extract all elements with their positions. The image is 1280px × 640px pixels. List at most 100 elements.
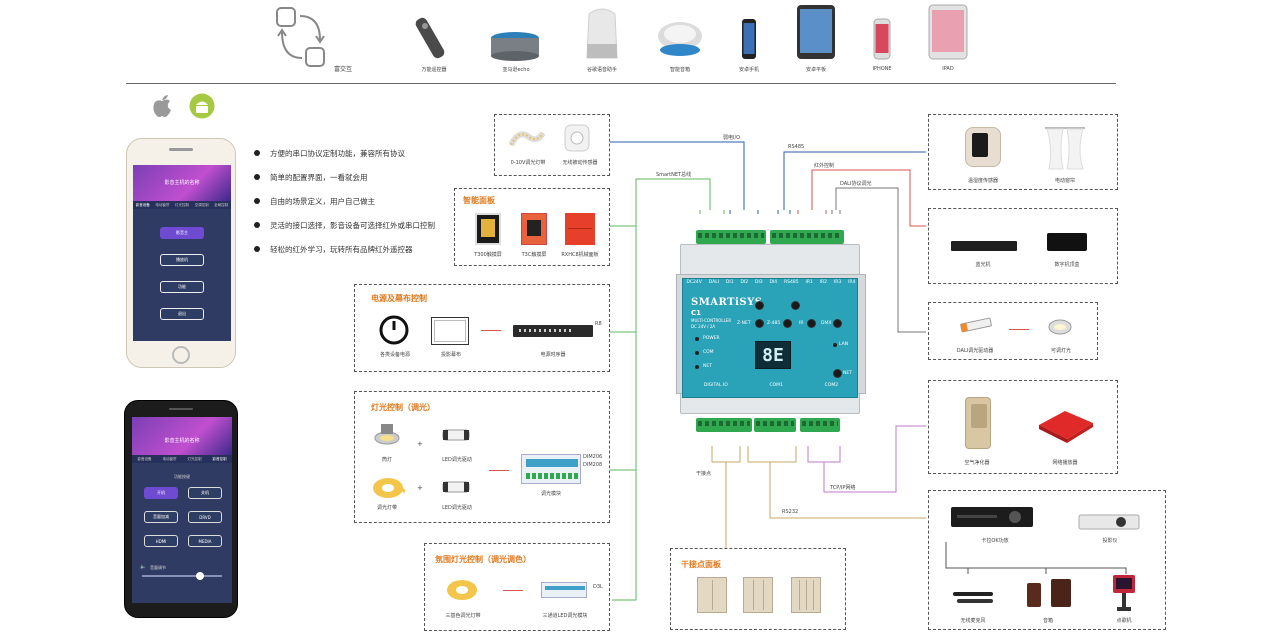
volume-slider-knob[interactable] <box>195 572 204 580</box>
android-power-on-button[interactable]: 开机 <box>144 487 178 499</box>
tab-item[interactable]: 影音设备 <box>135 202 150 207</box>
device-label: 安卓平板 <box>805 67 826 73</box>
rs485-wire <box>777 210 791 214</box>
speaker-right-icon <box>1051 579 1071 607</box>
volume-slider-track[interactable] <box>142 572 222 580</box>
rs485-label: RS485 <box>788 144 805 150</box>
bluray-player-icon <box>951 241 1017 251</box>
device-label: 万能遥控器 <box>421 67 447 73</box>
dali-label: DALI协议调光 <box>840 181 872 187</box>
led-label: NET <box>703 364 712 369</box>
motion-sensor-icon <box>564 124 590 152</box>
android-power-off-button[interactable]: 关机 <box>188 487 222 499</box>
control-knob[interactable] <box>833 319 842 328</box>
device-label: T300触摸屏 <box>474 252 502 258</box>
tcp-wire <box>807 446 841 463</box>
device-label: 空气净化器 <box>964 460 990 466</box>
port-label: Z-NET <box>737 321 751 326</box>
tab-item[interactable]: 灯光控制 <box>174 202 189 207</box>
switch-panel-icon <box>791 577 821 613</box>
control-knob[interactable] <box>791 301 800 310</box>
model-label: C1 <box>691 309 702 317</box>
smart-panel-box: 智能面板 T300触摸屏 T3C触摸屏 RXHC8机械面板 <box>454 188 610 266</box>
ambient-box: 氛围灯光控制（调光调色） D3L 三基色调光灯带 三通道LED调光模块 <box>424 543 610 631</box>
ios-exit-button[interactable]: 退出 <box>160 308 204 320</box>
switch-panel-icon <box>697 577 727 613</box>
control-knob[interactable] <box>807 319 816 328</box>
tab-item[interactable]: 空调控制 <box>194 202 209 207</box>
dimmer-module-icon <box>521 454 581 484</box>
device-label: 音箱 <box>1042 618 1053 624</box>
android-tablet-icon <box>797 5 835 59</box>
led-label: COM <box>703 350 714 355</box>
rs232-wire <box>747 446 797 463</box>
plus-sign: + <box>417 440 423 448</box>
device-label: 投影幕布 <box>440 352 461 358</box>
av-box: 卡拉OK功放 投影仪 无线麦克风 音箱 点歌机 <box>928 490 1166 630</box>
tab-item[interactable]: 电动窗帘 <box>162 456 177 461</box>
terminal-block <box>696 418 752 432</box>
port-label: DMX <box>821 321 832 326</box>
device-label: 可调灯光 <box>1050 348 1071 354</box>
device-label: 投影仪 <box>1102 538 1118 544</box>
air-purifier-icon <box>965 397 991 449</box>
ios-player-button[interactable]: 播放机 <box>160 254 204 266</box>
karaoke-amplifier-icon <box>951 507 1033 527</box>
device-label: 点歌机 <box>1116 618 1132 624</box>
control-knob[interactable] <box>833 369 842 378</box>
device-label: 谷歌语音助手 <box>586 67 617 73</box>
feature-item: 方便的串口协议定制功能，兼容所有协议 <box>254 148 405 159</box>
power-sequencer-icon <box>513 325 593 337</box>
tab-item[interactable]: 全局控制 <box>214 202 229 207</box>
box-title: 干接点面板 <box>681 560 721 569</box>
device-label: 0-10V调光灯带 <box>510 160 546 166</box>
app-banner: 影音主机的名称 <box>132 417 232 455</box>
terminal-block <box>770 230 844 244</box>
device-label: 三通道LED调光模块 <box>542 613 588 619</box>
home-button[interactable] <box>172 346 190 364</box>
lan-led <box>833 343 837 347</box>
device-label: IPAD <box>942 66 954 72</box>
control-knob[interactable] <box>755 301 764 310</box>
tab-item[interactable]: 电动窗帘 <box>155 202 170 207</box>
link-line <box>489 470 509 471</box>
ios-power-button[interactable]: 影音主 <box>160 227 204 239</box>
app-banner: 影音主机的名称 <box>133 165 231 201</box>
section-label: 功能按键 <box>174 474 190 479</box>
tab-item[interactable]: 影音控制 <box>212 456 227 461</box>
device-label: 安卓手机 <box>738 67 759 73</box>
feature-item: 简单的配置界面，一看就会用 <box>254 172 368 183</box>
weak-io-wire <box>729 210 759 214</box>
port-label: D3L <box>593 584 603 590</box>
tab-item[interactable]: 灯光控制 <box>187 456 202 461</box>
feature-item: 自由的场景定义，用户自己做主 <box>254 196 375 207</box>
device-label: T3C触摸屏 <box>521 252 547 258</box>
control-knob[interactable] <box>783 319 792 328</box>
dali-box: DALI调光驱动器 可调灯光 <box>928 302 1098 360</box>
device-label: RXHC8机械面板 <box>561 252 599 258</box>
tab-item[interactable]: 影音设备 <box>137 456 152 461</box>
voltage-label: DC 24V / 2A <box>691 324 716 329</box>
terminal-block <box>754 418 796 432</box>
android-media-button[interactable]: MEDIA <box>188 535 222 547</box>
link-line <box>481 330 501 331</box>
device-label: 温湿度传感器 <box>967 178 998 184</box>
device-label: LED调光驱动 <box>442 457 472 463</box>
android-drvd-button[interactable]: DRVD <box>188 511 222 523</box>
control-knob[interactable] <box>755 319 764 328</box>
device-label: 调光模块 <box>540 491 561 497</box>
touch-panel-icon <box>475 213 501 245</box>
device-label: LED调光驱动 <box>442 505 472 511</box>
android-hdmi-button[interactable]: HDMI <box>144 535 178 547</box>
android-volume-button[interactable]: 音量加减 <box>144 511 178 523</box>
ios-function-button[interactable]: 功能 <box>160 281 204 293</box>
device-label: 各类设备电源 <box>379 352 410 358</box>
link-line <box>1009 329 1029 330</box>
dali-wire <box>835 187 926 333</box>
led-label: NET <box>843 371 852 376</box>
brand-logo: SMARTiSYS <box>691 297 763 308</box>
curtain-icon <box>1045 127 1085 170</box>
set-top-box-icon <box>1047 233 1087 251</box>
ir-wire <box>797 210 827 214</box>
sensor-curtain-box: 温湿度传感器 电动窗帘 <box>928 114 1118 190</box>
